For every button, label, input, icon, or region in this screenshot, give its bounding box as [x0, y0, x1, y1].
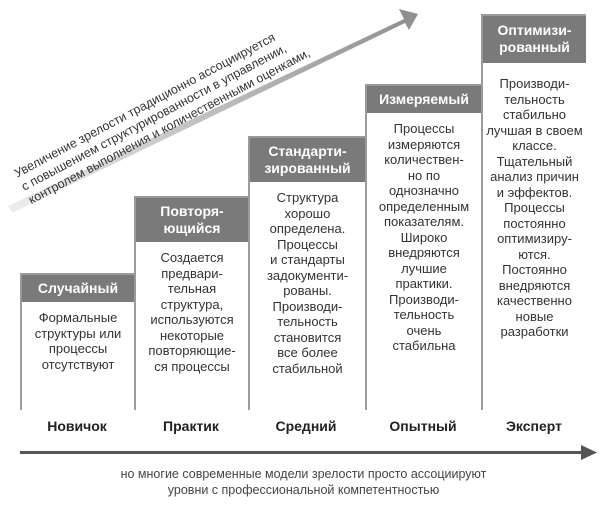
step-desc-line: внедряются: [388, 245, 460, 260]
step-desc-line: Широко: [400, 229, 448, 245]
level-label-novice: Новичок: [47, 418, 107, 434]
step-title: Повторя- ющийся: [136, 198, 248, 242]
step-desc-line: анализ причин: [490, 169, 579, 184]
step-desc-line: Производи-: [389, 291, 459, 307]
step-title: Стандарти- зированный: [250, 138, 365, 182]
step-desc-line: определена.: [269, 221, 346, 236]
step-desc-line: стабильной: [272, 360, 343, 376]
step-standardized: Стандарти- зированный Структура хорошо о…: [248, 136, 365, 410]
step-title-line: рованный: [499, 39, 570, 55]
step-title: Случайный: [22, 275, 134, 302]
step-desc-line: тельность: [504, 91, 565, 107]
step-desc-line: лучшие: [401, 260, 447, 276]
competence-caption-line-1: но многие современные модели зрелости пр…: [120, 467, 487, 481]
step-desc-line: процессы: [48, 341, 108, 356]
level-label-experienced: Опытный: [389, 418, 457, 434]
step-random: Случайный Формальные структуры или проце…: [20, 273, 134, 410]
step-desc-line: структура,: [160, 296, 224, 312]
step-title-line: ющийся: [163, 220, 221, 236]
step-desc-line: тельная: [167, 281, 217, 296]
step-desc-line: хорошо: [284, 205, 331, 221]
step-desc-line: Производи-: [272, 298, 343, 314]
step-desc-line: отсутствуют: [41, 356, 115, 372]
step-description: Структура хорошо определена. Процессы и …: [250, 182, 365, 376]
step-title-line: Стандарти-: [268, 143, 347, 159]
step-desc-line: определенным: [378, 198, 470, 214]
step-desc-line: Процессы: [393, 121, 455, 136]
step-desc-line: постоянно: [503, 215, 566, 231]
step-desc-line: лучшая в своем: [486, 122, 583, 138]
step-desc-line: но по: [407, 167, 441, 183]
step-desc-line: и эффектов.: [496, 184, 573, 200]
step-desc-line: оптимизиру-: [497, 231, 572, 246]
step-title-line: Повторя-: [160, 203, 224, 219]
step-desc-line: практики.: [395, 276, 453, 291]
step-desc-line: очень: [406, 322, 442, 338]
step-desc-line: структуры или: [34, 325, 122, 341]
step-title-line: Оптимизи-: [497, 22, 572, 38]
step-desc-line: Постоянно: [502, 262, 567, 277]
level-label-intermediate: Средний: [275, 418, 337, 434]
step-measurable: Измеряемый Процессы измеряются количеств…: [365, 84, 481, 410]
step-desc-line: Формальные: [38, 310, 118, 325]
step-desc-line: используются: [150, 312, 234, 327]
step-desc-line: все более: [277, 345, 338, 360]
step-description: Формальные структуры или процессы отсутс…: [22, 302, 134, 372]
step-desc-line: стабильно: [502, 107, 566, 122]
level-label-expert: Эксперт: [505, 418, 563, 434]
step-desc-line: задокументи-: [266, 267, 349, 283]
step-desc-line: разработки: [500, 324, 569, 339]
step-desc-line: ся процессы: [154, 358, 230, 374]
step-desc-line: Процессы: [277, 236, 338, 252]
step-desc-line: количествен-: [384, 152, 464, 167]
step-desc-line: новые: [515, 308, 554, 324]
step-desc-line: Создается: [160, 250, 224, 265]
step-title-line: Случайный: [37, 280, 119, 296]
step-repeatable: Повторя- ющийся Создается предвари- тель…: [134, 196, 248, 410]
step-desc-line: и стандарты: [270, 252, 345, 267]
competence-caption: но многие современные модели зрелости пр…: [20, 466, 587, 498]
step-desc-line: повторяющие-: [148, 343, 236, 358]
step-desc-line: предвари-: [161, 265, 223, 281]
step-description: Производи- тельность стабильно лучшая в …: [483, 63, 586, 340]
step-desc-line: Производи-: [499, 76, 570, 91]
step-desc-line: некоторые: [159, 327, 225, 343]
step-description: Процессы измеряются количествен- но по о…: [367, 113, 481, 354]
step-desc-line: становится: [273, 329, 342, 345]
step-desc-line: измеряются: [387, 136, 461, 152]
step-desc-line: классе.: [512, 138, 557, 153]
step-desc-line: Тщательный: [496, 153, 573, 169]
step-title-line: зированный: [264, 160, 351, 176]
competence-caption-line-2: уровни с профессиональной компетентность…: [167, 483, 440, 497]
competence-arrow: [20, 445, 597, 460]
step-desc-line: тельность: [277, 314, 338, 329]
step-title-line: Измеряемый: [379, 91, 469, 107]
level-label-practitioner: Практик: [163, 418, 219, 434]
step-desc-line: качественно: [497, 293, 572, 308]
step-title: Оптимизи- рованный: [483, 16, 586, 63]
step-desc-line: показателям.: [383, 214, 464, 229]
step-desc-line: рованы.: [283, 283, 332, 298]
maturity-trend-arrow: [8, 9, 418, 213]
step-desc-line: стабильна: [392, 338, 456, 353]
step-desc-line: однозначно: [388, 183, 460, 198]
step-optimized: Оптимизи- рованный Производи- тельность …: [481, 14, 586, 410]
step-description: Создается предвари- тельная структура, и…: [136, 242, 248, 374]
step-desc-line: Структура: [276, 190, 339, 205]
step-desc-line: тельность: [393, 307, 455, 322]
step-title: Измеряемый: [367, 86, 481, 113]
step-desc-line: внедряются: [498, 277, 571, 293]
step-desc-line: ются.: [518, 246, 551, 262]
step-desc-line: Процессы: [504, 200, 565, 215]
